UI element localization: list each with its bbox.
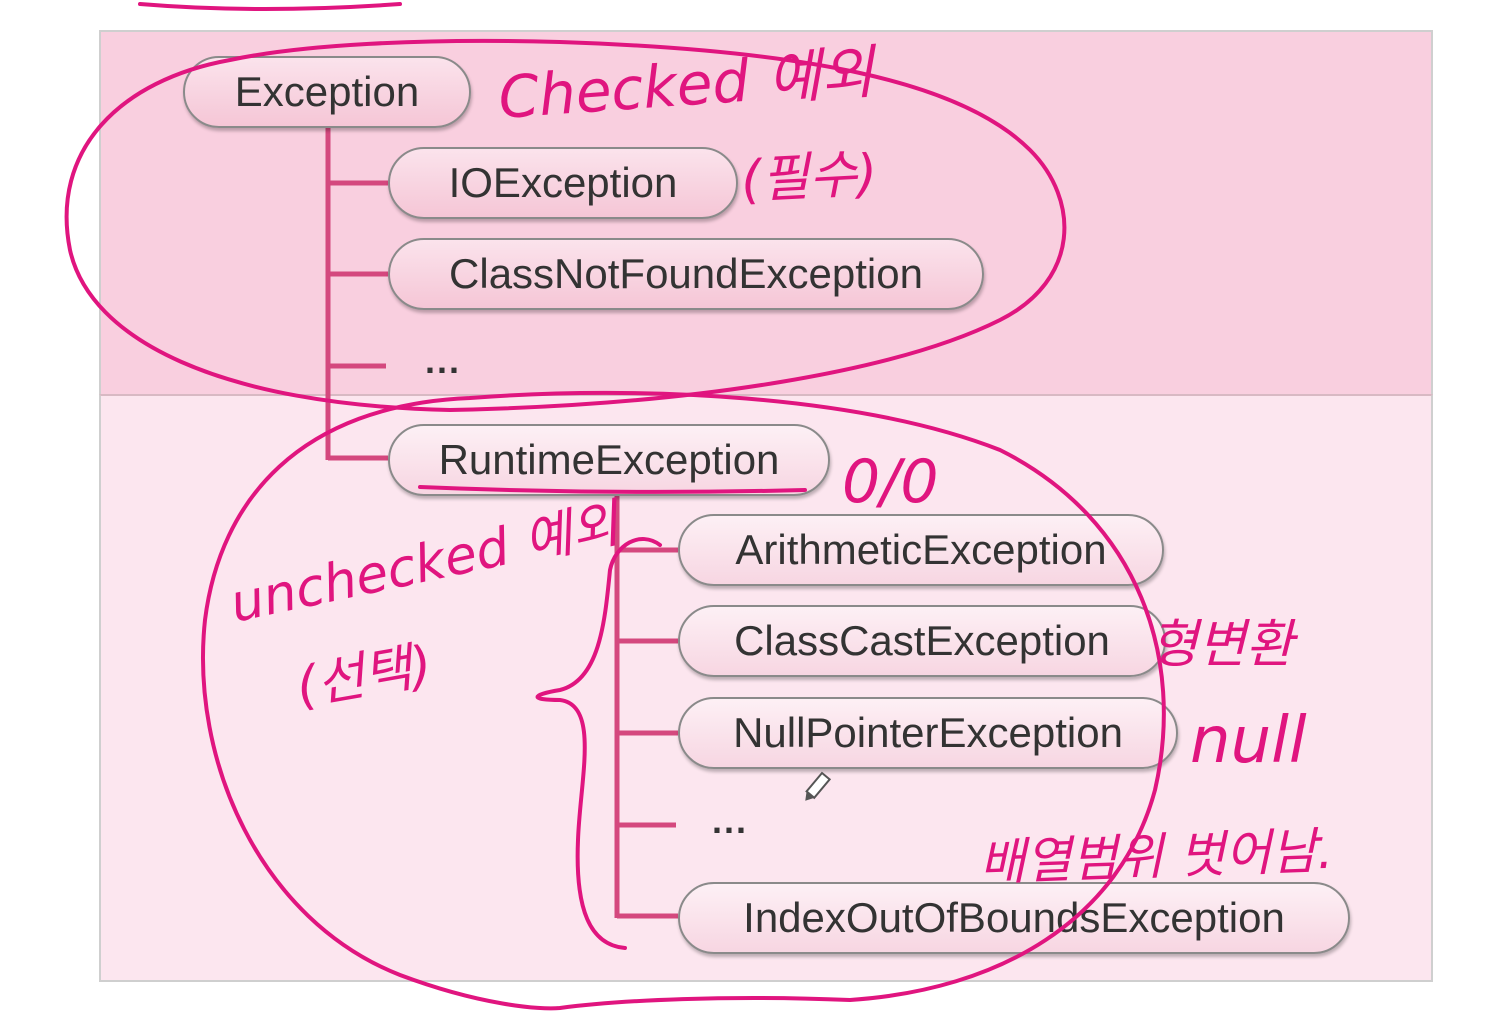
ioexception-node: IOException [388,147,738,219]
exception-node: Exception [183,56,471,128]
runtimeexception-node: RuntimeException [388,424,830,496]
top-arc-stroke [138,2,402,11]
nullpointerexception-node: NullPointerException [678,697,1178,769]
checked-ellipsis: ... [425,340,462,381]
unchecked-ellipsis: ... [712,800,749,841]
classcastexception-node: ClassCastException [678,605,1166,677]
arithmeticexception-node: ArithmeticException [678,514,1164,586]
indexoutofboundsexception-node: IndexOutOfBoundsException [678,882,1350,954]
classnotfoundexception-node: ClassNotFoundException [388,238,984,310]
